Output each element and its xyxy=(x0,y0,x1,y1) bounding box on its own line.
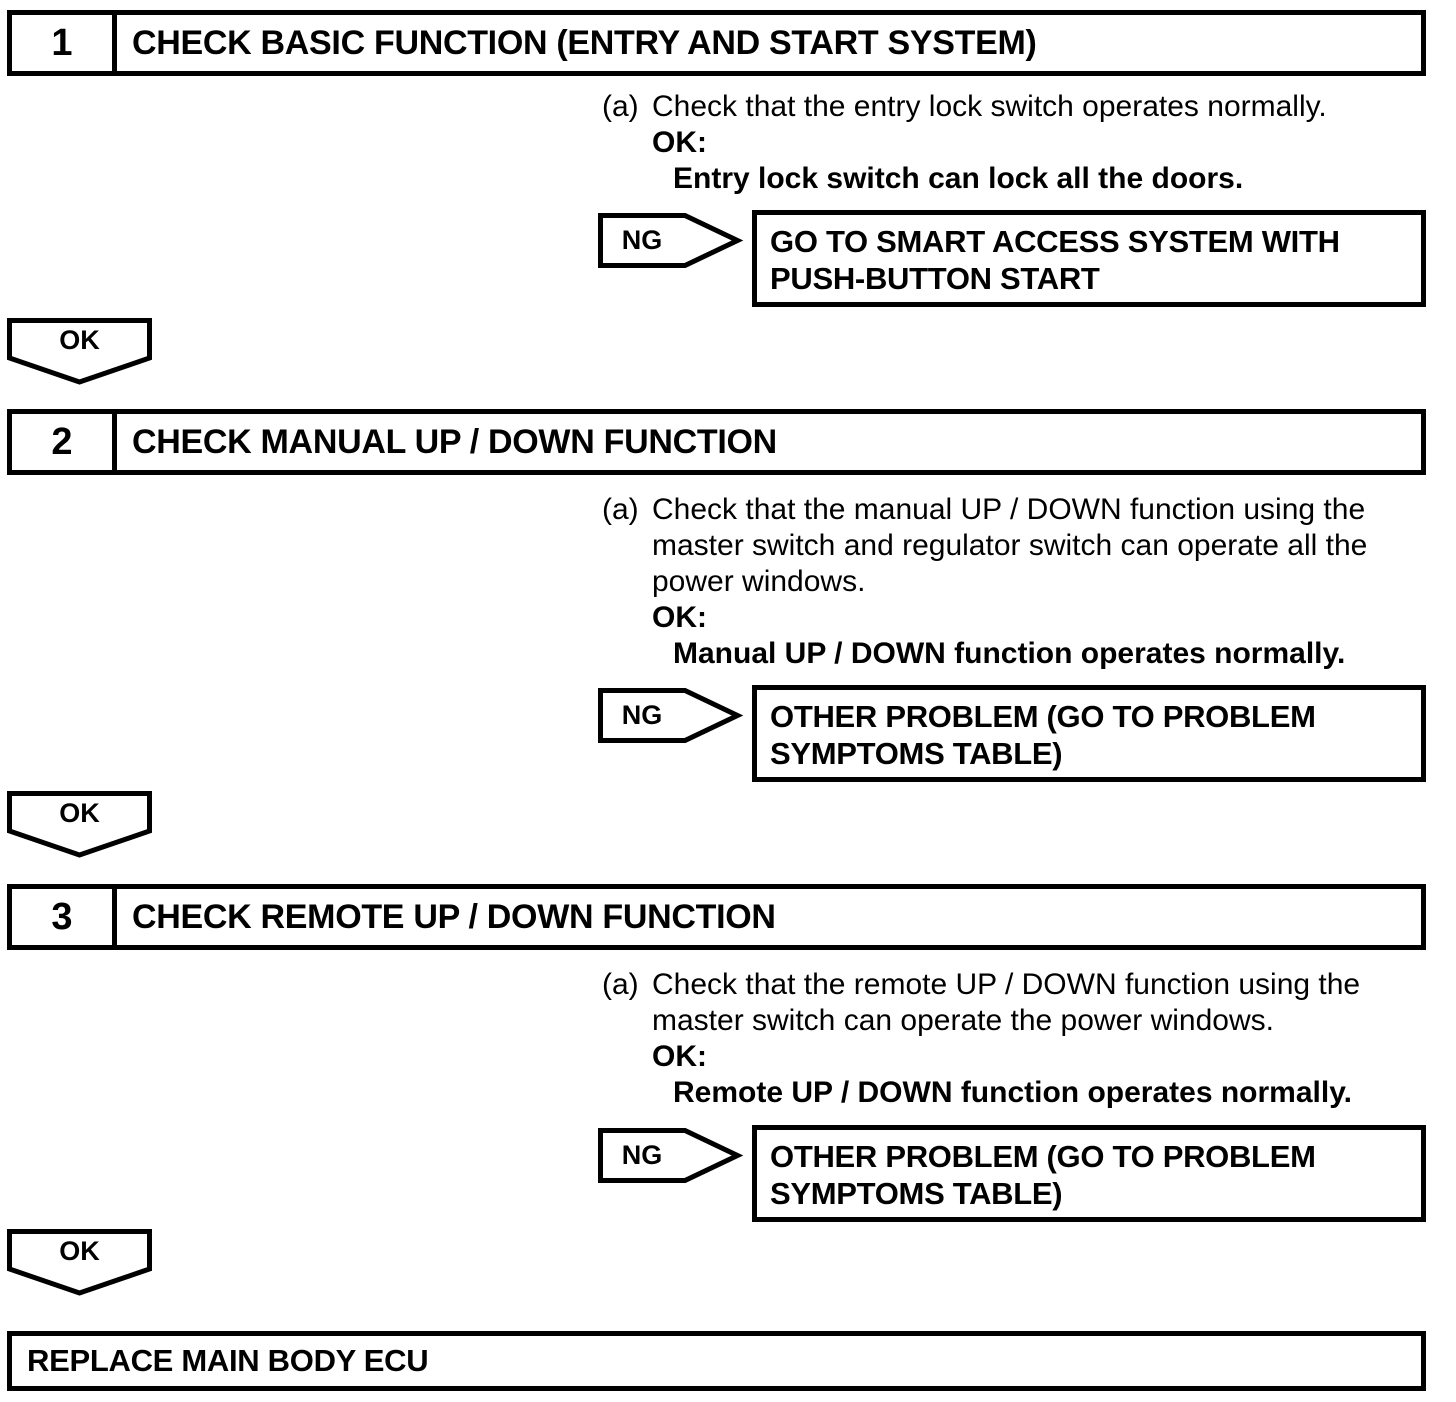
instruction-item: (a) Check that the entry lock switch ope… xyxy=(602,89,1327,125)
instruction-item: (a) Check that the manual UP / DOWN func… xyxy=(602,492,1367,600)
ok-criteria-text: Manual UP / DOWN function operates norma… xyxy=(673,637,1346,670)
step-header: 2 CHECK MANUAL UP / DOWN FUNCTION xyxy=(7,409,1426,475)
ng-arrow-icon xyxy=(598,213,744,268)
step-number: 2 xyxy=(12,414,117,470)
item-text: Check that the remote UP / DOWN function… xyxy=(652,968,1361,1037)
item-label: (a) xyxy=(602,493,639,526)
ok-connector-label: OK xyxy=(59,797,100,828)
ng-result-box: OTHER PROBLEM (GO TO PROBLEM SYMPTOMS TA… xyxy=(752,685,1426,782)
ok-criteria-text: Remote UP / DOWN function operates norma… xyxy=(673,1076,1352,1109)
item-text: Check that the entry lock switch operate… xyxy=(652,90,1327,123)
step-title: CHECK BASIC FUNCTION (ENTRY AND START SY… xyxy=(132,23,1037,62)
step-title: CHECK MANUAL UP / DOWN FUNCTION xyxy=(132,422,777,461)
ok-criteria-label: OK: xyxy=(652,601,707,634)
step-number: 1 xyxy=(12,15,117,71)
ok-connector-label: OK xyxy=(59,324,100,355)
ok-criteria-text: Entry lock switch can lock all the doors… xyxy=(673,162,1244,195)
item-label: (a) xyxy=(602,90,639,123)
ok-connector: OK xyxy=(7,318,152,387)
step-instructions: (a) Check that the entry lock switch ope… xyxy=(602,89,1327,197)
item-label: (a) xyxy=(602,968,639,1001)
ng-branch-arrow: NG xyxy=(598,213,744,268)
ok-chevron-icon xyxy=(7,318,152,385)
instruction-item: (a) Check that the remote UP / DOWN func… xyxy=(602,967,1360,1039)
step-instructions: (a) Check that the remote UP / DOWN func… xyxy=(602,967,1360,1111)
final-action-box: REPLACE MAIN BODY ECU xyxy=(7,1331,1426,1391)
item-text: Check that the manual UP / DOWN function… xyxy=(652,493,1368,598)
ng-branch-arrow: NG xyxy=(598,1128,744,1183)
ng-branch-arrow: NG xyxy=(598,688,744,743)
ng-arrow-label: NG xyxy=(621,700,663,730)
ok-criteria-label: OK: xyxy=(652,1040,707,1073)
ng-arrow-icon xyxy=(598,688,744,743)
step-header: 1 CHECK BASIC FUNCTION (ENTRY AND START … xyxy=(7,10,1426,76)
ng-result-box: GO TO SMART ACCESS SYSTEM WITH PUSH-BUTT… xyxy=(752,210,1426,307)
ok-chevron-icon xyxy=(7,1229,152,1296)
ok-connector: OK xyxy=(7,791,152,860)
step-number: 3 xyxy=(12,889,117,945)
ok-connector: OK xyxy=(7,1229,152,1298)
step-title: CHECK REMOTE UP / DOWN FUNCTION xyxy=(132,897,776,936)
step-header: 3 CHECK REMOTE UP / DOWN FUNCTION xyxy=(7,884,1426,950)
ng-arrow-label: NG xyxy=(621,1140,663,1170)
ng-arrow-label: NG xyxy=(621,225,663,255)
ok-connector-label: OK xyxy=(59,1235,100,1266)
ng-result-box: OTHER PROBLEM (GO TO PROBLEM SYMPTOMS TA… xyxy=(752,1125,1426,1222)
ng-arrow-icon xyxy=(598,1128,744,1183)
step-instructions: (a) Check that the manual UP / DOWN func… xyxy=(602,492,1367,672)
ok-chevron-icon xyxy=(7,791,152,858)
ok-criteria-label: OK: xyxy=(652,126,707,159)
